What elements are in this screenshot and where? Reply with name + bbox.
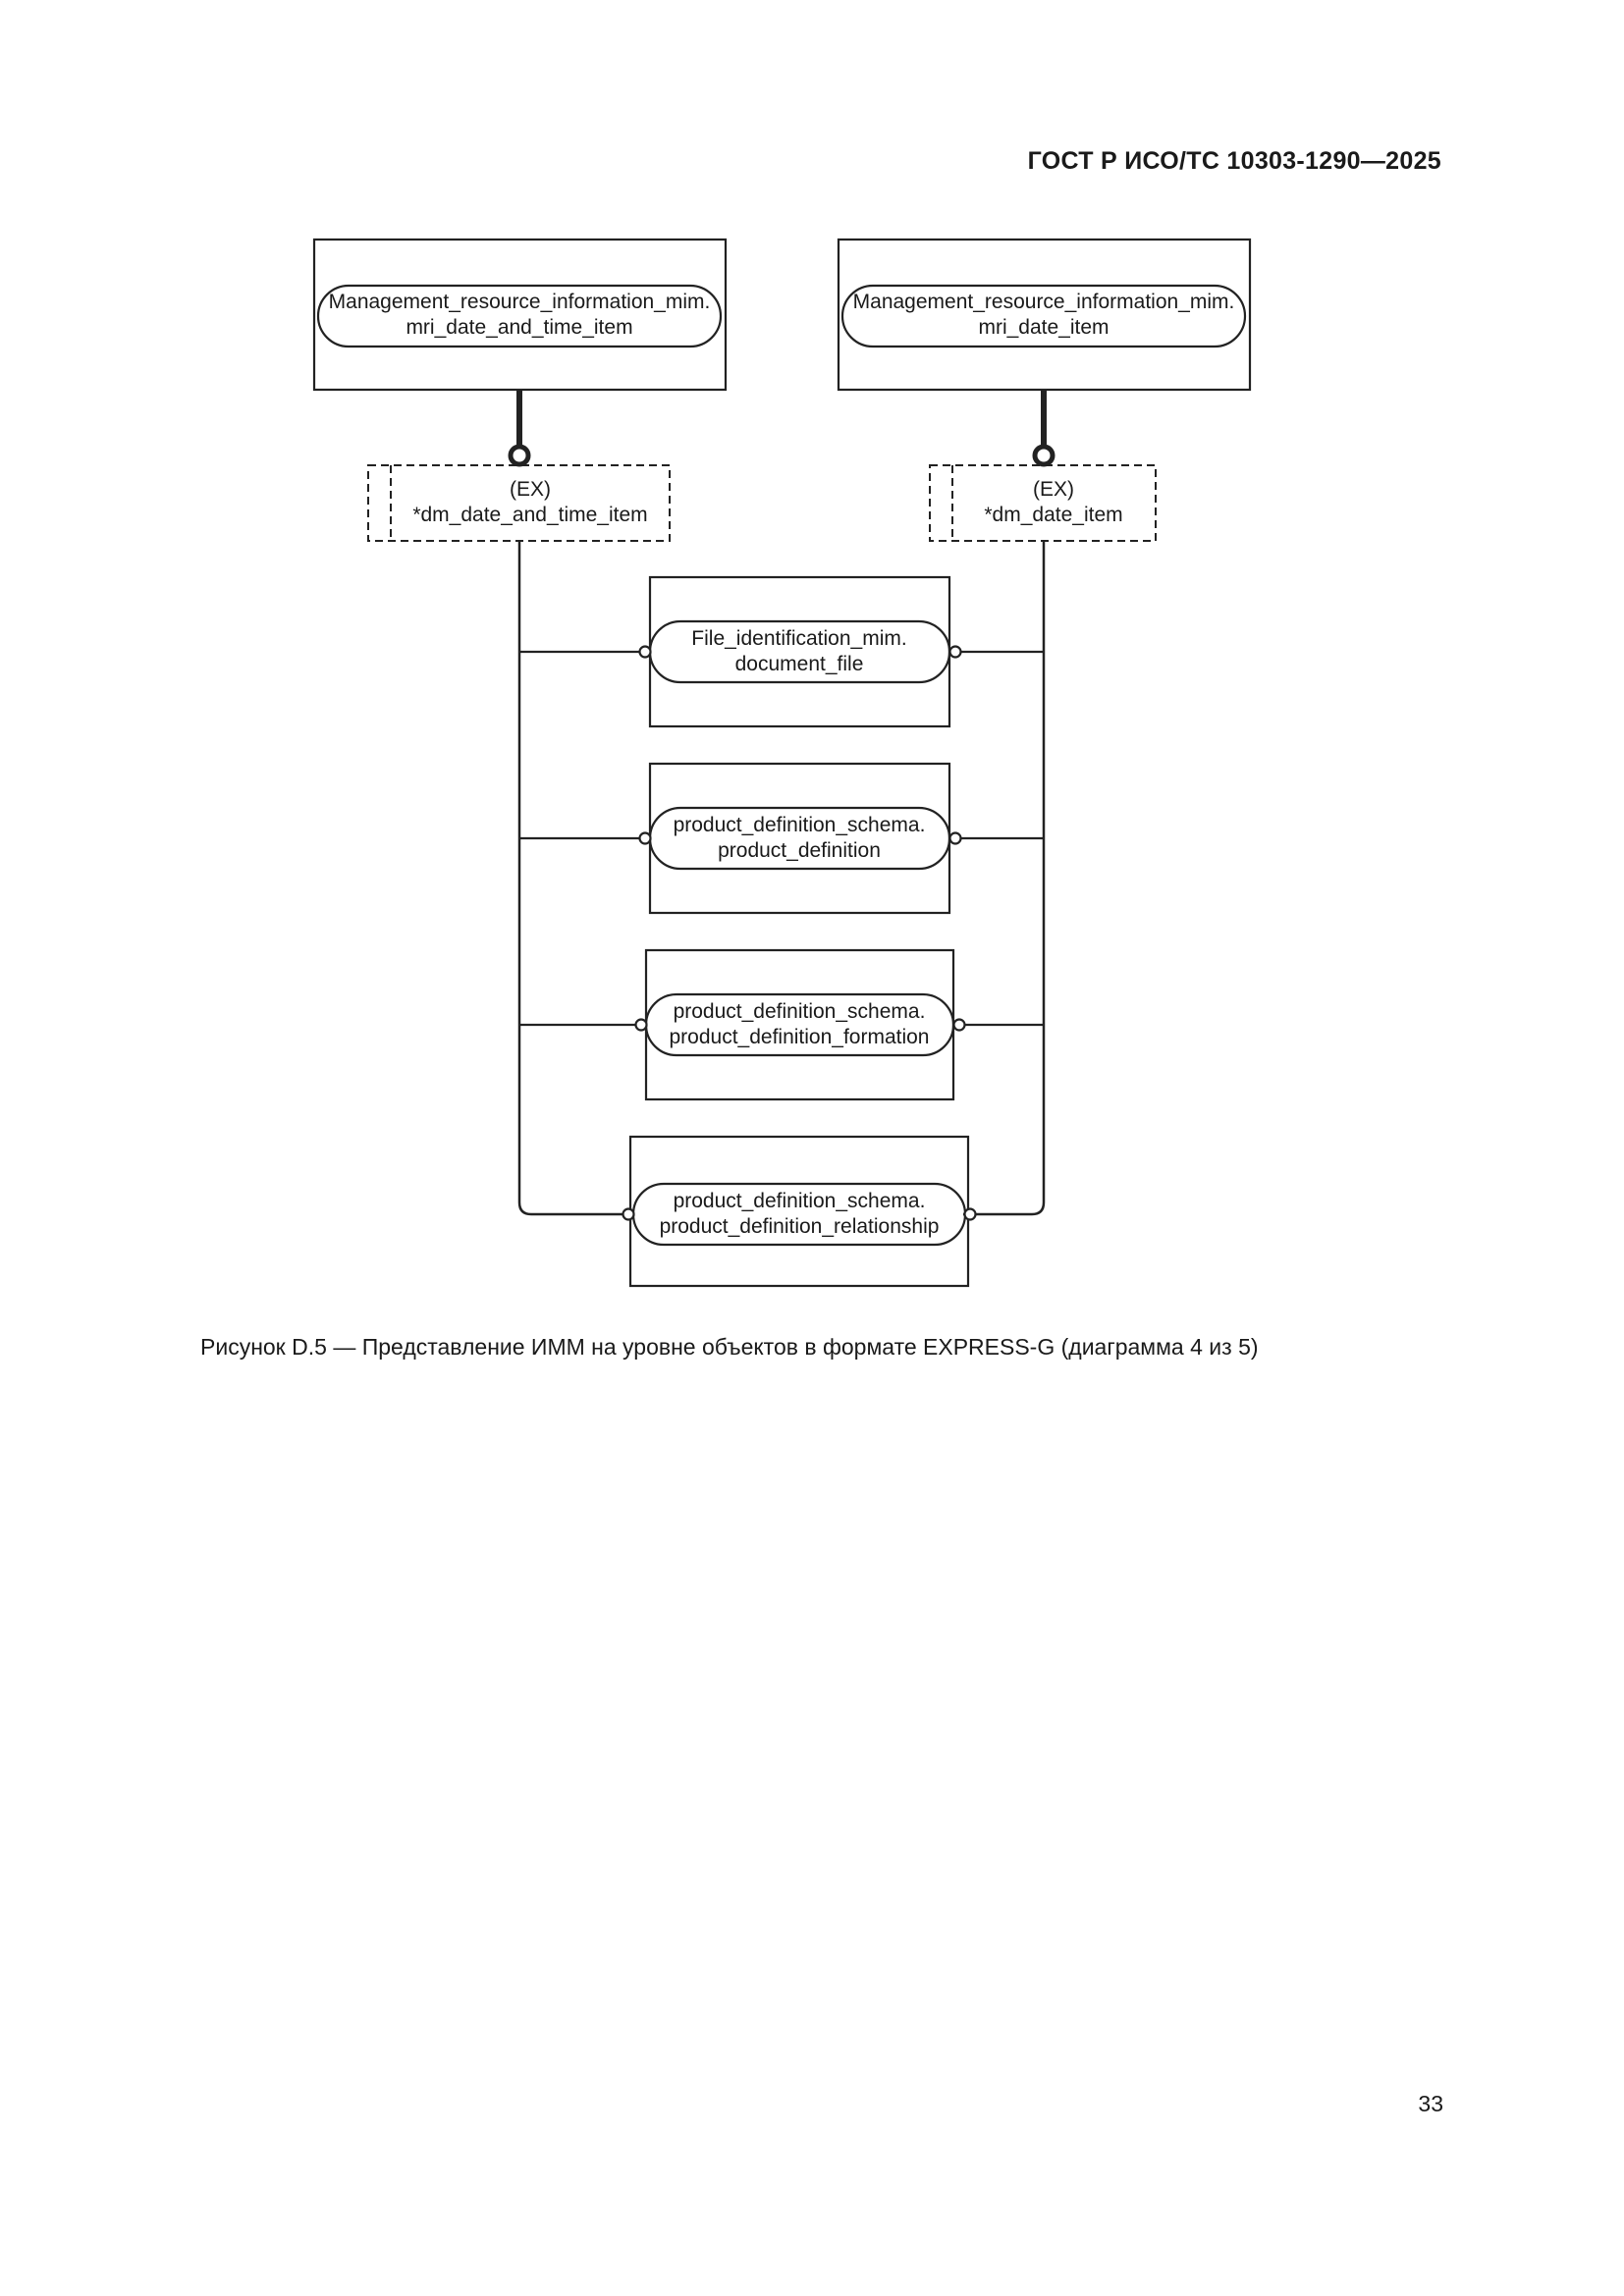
entity4-line2: product_definition_relationship bbox=[660, 1215, 940, 1238]
entity1-line1: File_identification_mim. bbox=[691, 627, 906, 650]
ex-left-line2: *dm_date_and_time_item bbox=[412, 504, 647, 526]
top-left-line1: Management_resource_information_mim. bbox=[329, 291, 711, 313]
entity2-line1: product_definition_schema. bbox=[674, 814, 926, 836]
entity-product-definition-relationship bbox=[622, 1135, 977, 1288]
entity-product-definition bbox=[519, 762, 1044, 915]
entity4-line1: product_definition_schema. bbox=[674, 1190, 926, 1212]
entity1-line2: document_file bbox=[735, 653, 864, 675]
connector-circle-right bbox=[1032, 444, 1056, 467]
ex-left-line1: (EX) bbox=[510, 478, 551, 501]
top-right-line2: mri_date_item bbox=[978, 316, 1109, 339]
document-header: ГОСТ Р ИСО/ТС 10303-1290—2025 bbox=[1027, 147, 1441, 175]
top-right-line1: Management_resource_information_mim. bbox=[853, 291, 1235, 313]
ex-right-line2: *dm_date_item bbox=[984, 504, 1122, 526]
entity-document-file bbox=[519, 575, 1044, 728]
select-box-mri-date-item bbox=[837, 238, 1252, 392]
left-trunk-line bbox=[517, 541, 625, 1216]
entity2-line2: product_definition bbox=[718, 839, 881, 862]
top-left-line2: mri_date_and_time_item bbox=[406, 316, 632, 339]
page-number: 33 bbox=[1418, 2091, 1443, 2116]
ex-right-line1: (EX) bbox=[1033, 478, 1074, 501]
entity3-line1: product_definition_schema. bbox=[674, 1000, 926, 1023]
entity3-line2: product_definition_formation bbox=[669, 1026, 929, 1048]
figure-caption: Рисунок D.5 — Представление ИММ на уровн… bbox=[200, 1334, 1259, 1360]
entity-product-definition-formation bbox=[519, 948, 1044, 1101]
right-trunk-line bbox=[963, 541, 1046, 1216]
select-box-mri-date-and-time-item bbox=[312, 238, 728, 392]
connector-circle-left bbox=[508, 444, 531, 467]
